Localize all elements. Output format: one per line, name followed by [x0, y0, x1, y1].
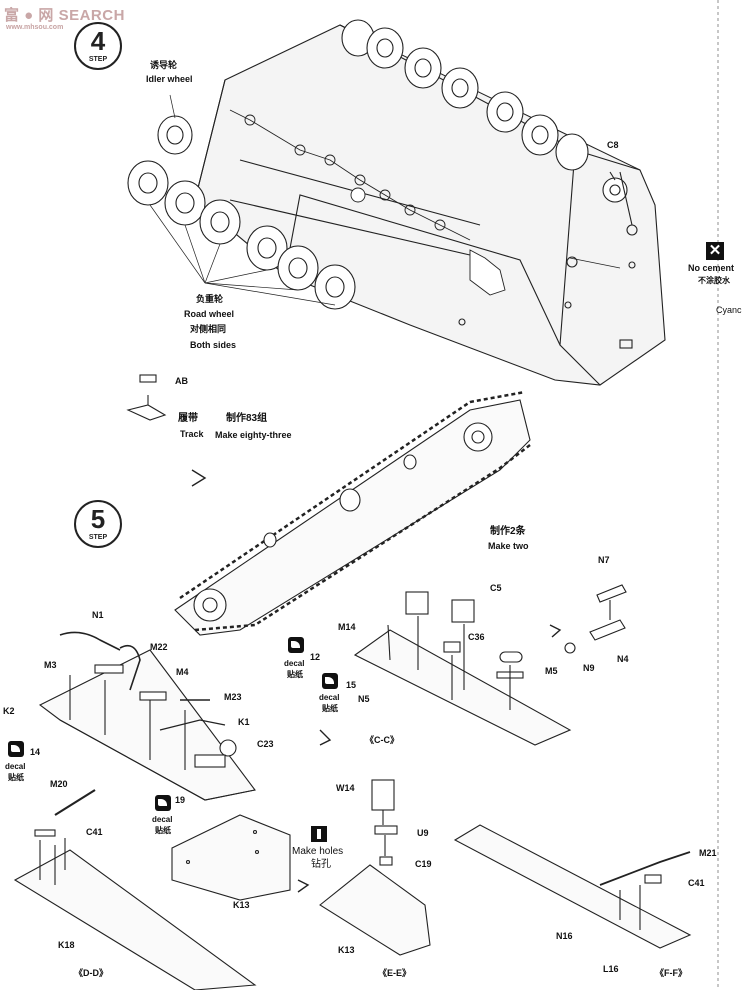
- no-cement-en: No cement: [688, 263, 735, 273]
- decal-number-15: 15: [346, 680, 357, 690]
- ee-plate: [319, 779, 431, 956]
- left-plate: [38, 631, 256, 801]
- part-c23: C23: [257, 739, 274, 749]
- n4-n7-parts: [564, 584, 627, 654]
- sprockets: [566, 171, 638, 268]
- part-m3: M3: [44, 660, 57, 670]
- no-cement-cn: 不涂胶水: [698, 276, 730, 285]
- part-u9: U9: [417, 828, 429, 838]
- part-w14: W14: [336, 783, 355, 793]
- part-n16: N16: [556, 931, 573, 941]
- road-wheels: [127, 115, 356, 310]
- view-cc: 《C-C》: [365, 735, 399, 745]
- both-sides-en: Both sides: [190, 340, 237, 350]
- road-wheel-en: Road wheel: [184, 309, 235, 319]
- view-ee: 《E-E》: [378, 968, 412, 978]
- make2-cn: 制作2条: [490, 526, 526, 537]
- part-c41-left: C41: [86, 827, 103, 837]
- decal-number-14: 14: [30, 747, 41, 757]
- ff-plate: [453, 824, 692, 949]
- view-ff: 《F-F》: [655, 968, 687, 978]
- part-m4: M4: [176, 667, 189, 677]
- part-n9: N9: [583, 663, 595, 673]
- watermark-text: 富 ● 网 SEARCH: [4, 7, 125, 24]
- part-k18: K18: [58, 940, 75, 950]
- road-wheel-leaders: [149, 94, 621, 306]
- track-run: [174, 390, 531, 636]
- step-word: STEP: [88, 534, 108, 541]
- step-number: 4: [90, 26, 106, 56]
- part-c36: C36: [468, 632, 485, 642]
- part-m22: M22: [150, 642, 168, 652]
- part-c19: C19: [415, 859, 432, 869]
- part-n5: N5: [358, 694, 370, 704]
- decal-label-cn: 贴纸: [322, 704, 338, 713]
- step-5-badge: 5 STEP: [74, 500, 122, 548]
- view-dd: 《D-D》: [74, 968, 108, 978]
- part-n1: N1: [92, 610, 104, 620]
- decal-label-cn: 贴纸: [287, 670, 303, 679]
- part-n4: N4: [617, 654, 629, 664]
- road-wheel-cn: 负重轮: [196, 294, 224, 304]
- part-m14: M14: [338, 622, 356, 632]
- part-c8: C8: [607, 140, 619, 150]
- part-m21: M21: [699, 848, 717, 858]
- decal-label-en: decal: [152, 815, 173, 824]
- make-holes-en: Make holes: [292, 846, 344, 857]
- make-holes-cn: 钻孔: [311, 859, 331, 870]
- part-k1: K1: [238, 717, 250, 727]
- suspension-arms: [229, 109, 506, 296]
- part-l16: L16: [603, 964, 619, 974]
- make2-en: Make two: [488, 541, 529, 551]
- decal-label-en: decal: [319, 693, 340, 702]
- decal-icon: [288, 637, 304, 653]
- part-ab: AB: [175, 376, 188, 386]
- cyan-text: Cyanc: [716, 305, 742, 315]
- drill-icon: [311, 826, 327, 842]
- part-n7: N7: [598, 555, 610, 565]
- idler-label-en: Idler wheel: [146, 74, 193, 84]
- part-k2: K2: [3, 706, 15, 716]
- step-number: 5: [90, 504, 106, 534]
- part-m5: M5: [545, 666, 558, 676]
- decal-number-12: 12: [310, 652, 321, 662]
- step-4-badge: 4 STEP: [74, 22, 122, 70]
- arrow-n9: [549, 624, 562, 638]
- track-link-small: [126, 374, 167, 421]
- decal-label-cn: 贴纸: [8, 773, 24, 782]
- dd-plate: [13, 789, 257, 990]
- idler-label-cn: 诱导轮: [150, 60, 178, 70]
- arrow-ee: [297, 879, 310, 893]
- decal-label-cn: 贴纸: [155, 826, 171, 835]
- part-c41-right: C41: [688, 878, 705, 888]
- part-k13-lower: K13: [338, 945, 355, 955]
- watermark-site: www.mhsou.com: [6, 24, 64, 31]
- part-c5: C5: [490, 583, 502, 593]
- both-sides-cn: 对侧相同: [190, 324, 227, 334]
- part-m20: M20: [50, 779, 68, 789]
- k13-plate: [171, 814, 291, 901]
- decal-icon: [8, 741, 24, 757]
- track-cn: 履带: [178, 413, 198, 424]
- decal-icon: [155, 795, 171, 811]
- decal-label-en: decal: [5, 762, 26, 771]
- track-en: Track: [180, 429, 204, 439]
- no-cement-icon: ✕: [706, 242, 724, 260]
- decal-number-19: 19: [175, 795, 186, 805]
- upper-wheels: [341, 19, 589, 171]
- part-m23: M23: [224, 692, 242, 702]
- decal-icon: [322, 673, 338, 689]
- decal-label-en: decal: [284, 659, 305, 668]
- center-plate: [353, 591, 572, 746]
- step-word: STEP: [88, 56, 108, 63]
- make83-en: Make eighty-three: [215, 430, 292, 440]
- arrow-cc: [319, 729, 332, 746]
- part-k13-upper: K13: [233, 900, 250, 910]
- make83-cn: 制作83组: [226, 413, 268, 424]
- arrow-down-right: [191, 469, 207, 487]
